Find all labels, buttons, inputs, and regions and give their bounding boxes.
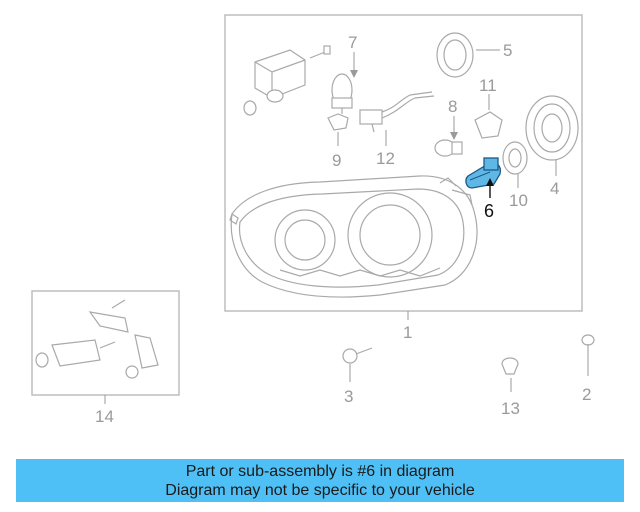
parts-diagram: 1 2 3 4 5 6 7 8 9 10 11 12 13 14 (31, 14, 595, 426)
leveling-motor (243, 45, 331, 116)
banner-line-2: Diagram may not be specific to your vehi… (165, 481, 475, 499)
callout-12: 12 (376, 149, 395, 168)
callout-8: 8 (448, 97, 457, 116)
socket-10 (502, 141, 528, 175)
callout-1: 1 (403, 323, 412, 342)
harness-12 (359, 91, 435, 133)
arrow-7 (350, 70, 358, 78)
screw-3 (342, 347, 373, 364)
headlamp-housing (229, 175, 478, 298)
bracket-kit (35, 299, 159, 379)
arrow-6 (486, 178, 494, 186)
info-banner: Part or sub-assembly is #6 in diagram Di… (16, 459, 624, 502)
bulb-7 (331, 73, 353, 114)
bracket-kit-frame (31, 290, 180, 396)
bulb-8 (434, 139, 463, 157)
cap-5 (436, 32, 474, 78)
callout-11: 11 (479, 76, 497, 95)
callout-9: 9 (332, 151, 341, 170)
clip-11 (474, 111, 503, 139)
callout-5: 5 (503, 41, 512, 60)
main-assembly-frame (224, 14, 583, 312)
arrow-8 (450, 132, 458, 140)
callout-14: 14 (95, 407, 114, 426)
callout-4: 4 (550, 179, 559, 198)
clip-13 (501, 357, 519, 375)
bulb-6-highlighted[interactable] (465, 157, 502, 189)
cap-4 (525, 95, 579, 161)
callout-7: 7 (348, 33, 357, 52)
socket-9 (327, 113, 349, 131)
callout-2: 2 (582, 385, 591, 404)
callout-3: 3 (344, 387, 353, 406)
bolt-2 (581, 334, 595, 366)
callout-6: 6 (484, 201, 494, 221)
banner-line-1: Part or sub-assembly is #6 in diagram (185, 462, 455, 480)
callout-10: 10 (509, 191, 528, 210)
callout-13: 13 (501, 399, 520, 418)
